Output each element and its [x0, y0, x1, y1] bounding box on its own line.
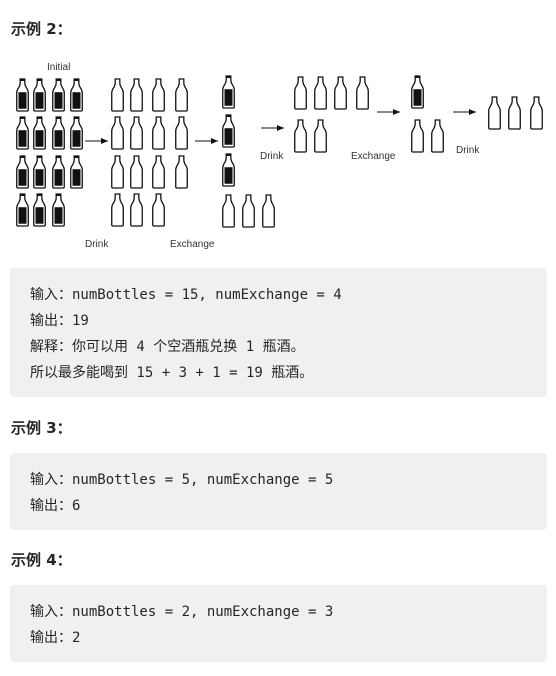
example-2-input: 输入：numBottles = 15, numExchange = 4 [30, 287, 342, 303]
empty-bottles-after-drink-2 [294, 76, 369, 153]
final-empty-bottles [488, 96, 543, 130]
example-3-input: 输入：numBottles = 5, numExchange = 5 [30, 472, 334, 488]
example-2-explanation-1: 解释：你可以用 4 个空酒瓶兑换 1 瓶酒。 [30, 339, 305, 355]
label-drink-3: Drink [456, 145, 480, 156]
label-drink-1: Drink [85, 239, 109, 250]
bottles-after-exchange-2 [411, 74, 444, 153]
example-4-heading: 示例 4： [11, 551, 72, 569]
example-2-explanation-2: 所以最多能喝到 15 + 3 + 1 = 19 瓶酒。 [30, 365, 314, 381]
bottle-exchange-illustration: Initial Drink Exch [16, 62, 543, 250]
example-3-output: 输出：6 [30, 498, 81, 514]
example-3-code-block: 输入：numBottles = 5, numExchange = 5 输出：6 [10, 453, 547, 530]
example-4-code-block: 输入：numBottles = 2, numExchange = 3 输出：2 [10, 585, 547, 662]
initial-full-bottles [16, 78, 83, 227]
label-drink-2: Drink [260, 151, 284, 162]
example-2-output: 输出：19 [30, 313, 89, 329]
label-initial: Initial [47, 62, 70, 73]
label-exchange-1: Exchange [170, 239, 215, 250]
example-2-heading: 示例 2： [11, 20, 72, 38]
example-3-heading: 示例 3： [11, 419, 72, 437]
empty-bottles-after-drink-1 [111, 78, 188, 227]
example-4-input: 输入：numBottles = 2, numExchange = 3 [30, 604, 334, 620]
example-4-output: 输出：2 [30, 630, 81, 646]
label-exchange-2: Exchange [351, 151, 396, 162]
example-2-code-block: 输入：numBottles = 15, numExchange = 4 输出：1… [10, 268, 547, 397]
